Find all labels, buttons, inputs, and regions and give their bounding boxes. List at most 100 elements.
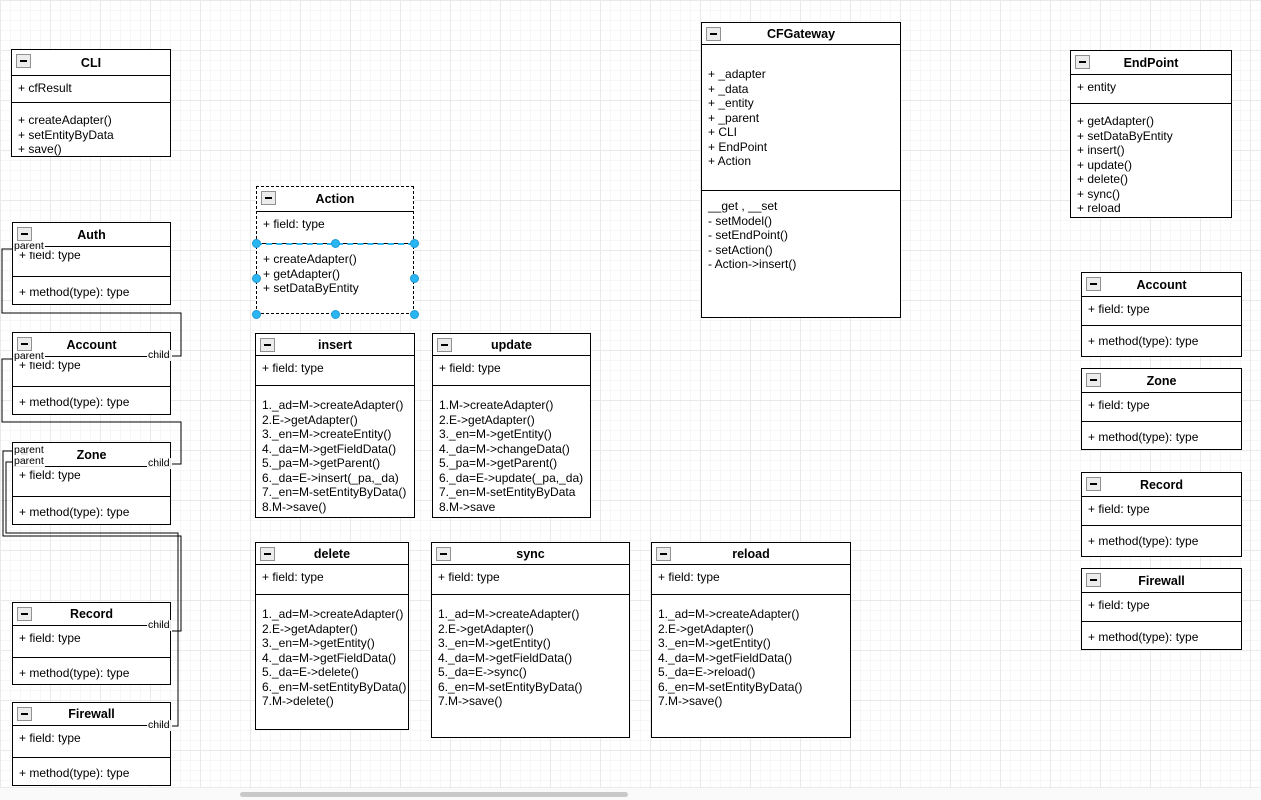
fields-compartment[interactable]: + field: type (432, 565, 629, 595)
methods-compartment[interactable]: + getAdapter()+ setDataByEntity+ insert(… (1071, 104, 1231, 217)
class-title-row[interactable]: sync (432, 543, 629, 565)
parent-child-connector[interactable] (2, 450, 182, 632)
class-title-row[interactable]: Account (13, 333, 170, 357)
methods-compartment[interactable]: 1._ad=M->createAdapter()2.E->getAdapter(… (256, 595, 408, 729)
collapse-minus-icon[interactable] (706, 27, 721, 41)
class-title-row[interactable]: Zone (1082, 369, 1241, 393)
selection-handle[interactable] (330, 238, 340, 248)
parent-child-connector[interactable] (5, 461, 179, 727)
class-title-row[interactable]: CLI (12, 50, 170, 76)
methods-compartment[interactable]: + createAdapter()+ setEntityByData+ save… (12, 103, 170, 156)
selection-handle[interactable] (251, 274, 261, 283)
class-title-row[interactable]: insert (256, 334, 414, 356)
collapse-minus-icon[interactable] (437, 338, 452, 352)
fields-compartment[interactable]: + field: type (256, 565, 408, 595)
class-account-left[interactable]: Account+ field: type+ method(type): type (12, 332, 171, 415)
class-title-row[interactable]: CFGateway (702, 23, 900, 45)
collapse-minus-icon[interactable] (1086, 573, 1101, 587)
class-title-row[interactable]: reload (652, 543, 850, 565)
fields-compartment[interactable]: + entity (1071, 75, 1231, 104)
class-title-row[interactable]: Action (257, 187, 413, 212)
selection-handle[interactable] (409, 309, 419, 319)
collapse-minus-icon[interactable] (1086, 277, 1101, 291)
class-account-right[interactable]: Account+ field: type+ method(type): type (1081, 272, 1242, 357)
fields-compartment[interactable]: + cfResult (12, 76, 170, 103)
fields-compartment[interactable]: + field: type (1082, 497, 1241, 526)
class-title-row[interactable]: update (433, 334, 590, 356)
class-record-left[interactable]: Record+ field: type+ method(type): type (12, 602, 171, 685)
class-firewall-left[interactable]: Firewall+ field: type+ method(type): typ… (12, 702, 171, 786)
class-title-row[interactable]: Record (1082, 473, 1241, 497)
class-zone-right[interactable]: Zone+ field: type+ method(type): type (1081, 368, 1242, 450)
methods-compartment[interactable]: 1.M->createAdapter()2.E->getAdapter()3._… (433, 386, 590, 517)
fields-compartment[interactable]: + field: type (13, 626, 170, 658)
selection-handle[interactable] (409, 238, 419, 248)
methods-compartment[interactable]: + method(type): type (13, 658, 170, 684)
fields-compartment[interactable]: + field: type (652, 565, 850, 595)
collapse-minus-icon[interactable] (656, 547, 671, 561)
methods-compartment[interactable]: 1._ad=M->createAdapter()2.E->getAdapter(… (256, 386, 414, 517)
methods-compartment[interactable]: + method(type): type (13, 387, 170, 414)
collapse-minus-icon[interactable] (261, 191, 276, 205)
collapse-minus-icon[interactable] (17, 227, 32, 241)
collapse-minus-icon[interactable] (17, 607, 32, 621)
class-action[interactable]: Action+ field: type+ createAdapter()+ ge… (256, 186, 414, 314)
fields-compartment[interactable]: + _adapter+ _data+ _entity+ _parent+ CLI… (702, 45, 900, 191)
fields-compartment[interactable]: + field: type (13, 467, 170, 497)
fields-compartment[interactable]: + field: type (256, 356, 414, 386)
parent-child-connector[interactable] (1, 358, 182, 465)
selection-handle[interactable] (409, 274, 419, 283)
class-title-row[interactable]: delete (256, 543, 408, 565)
methods-compartment[interactable]: __get , __set- setModel()- setEndPoint()… (702, 191, 900, 317)
class-title-row[interactable]: EndPoint (1071, 51, 1231, 75)
selection-handle[interactable] (330, 309, 340, 319)
fields-compartment[interactable]: + field: type (433, 356, 590, 386)
methods-compartment[interactable]: + method(type): type (13, 497, 170, 524)
methods-compartment[interactable]: + createAdapter()+ getAdapter()+ setData… (257, 244, 413, 313)
collapse-minus-icon[interactable] (1075, 55, 1090, 69)
class-firewall-right[interactable]: Firewall+ field: type+ method(type): typ… (1081, 568, 1242, 650)
collapse-minus-icon[interactable] (1086, 477, 1101, 491)
collapse-minus-icon[interactable] (260, 547, 275, 561)
class-title-row[interactable]: Record (13, 603, 170, 626)
horizontal-scrollbar-thumb[interactable] (240, 792, 628, 797)
fields-compartment[interactable]: + field: type (1082, 393, 1241, 422)
collapse-minus-icon[interactable] (436, 547, 451, 561)
class-title-row[interactable]: Firewall (13, 703, 170, 726)
methods-compartment[interactable]: 1._ad=M->createAdapter()2.E->getAdapter(… (652, 595, 850, 737)
methods-compartment[interactable]: + method(type): type (1082, 526, 1241, 556)
class-endpoint[interactable]: EndPoint+ entity+ getAdapter()+ setDataB… (1070, 50, 1232, 218)
fields-compartment[interactable]: + field: type (1082, 593, 1241, 622)
collapse-minus-icon[interactable] (16, 54, 31, 68)
methods-compartment[interactable]: 1._ad=M->createAdapter()2.E->getAdapter(… (432, 595, 629, 737)
selection-handle[interactable] (251, 238, 261, 248)
methods-compartment[interactable]: + method(type): type (1082, 326, 1241, 356)
class-cfgateway[interactable]: CFGateway+ _adapter+ _data+ _entity+ _pa… (701, 22, 901, 318)
fields-compartment[interactable]: + field: type (1082, 297, 1241, 326)
parent-child-connector[interactable] (1, 248, 182, 357)
collapse-minus-icon[interactable] (1086, 373, 1101, 387)
class-title-row[interactable]: Account (1082, 273, 1241, 297)
methods-compartment[interactable]: + method(type): type (13, 277, 170, 304)
class-auth[interactable]: Auth+ field: type+ method(type): type (12, 222, 171, 305)
fields-compartment[interactable]: + field: type (13, 726, 170, 758)
class-cli[interactable]: CLI+ cfResult+ createAdapter()+ setEntit… (11, 49, 171, 157)
selection-handle[interactable] (251, 309, 261, 319)
methods-compartment[interactable]: + method(type): type (1082, 622, 1241, 649)
methods-compartment[interactable]: + method(type): type (13, 758, 170, 785)
collapse-minus-icon[interactable] (17, 337, 32, 351)
collapse-minus-icon[interactable] (17, 707, 32, 721)
class-zone-left[interactable]: Zone+ field: type+ method(type): type (12, 442, 171, 525)
class-title-row[interactable]: Auth (13, 223, 170, 247)
class-record-right[interactable]: Record+ field: type+ method(type): type (1081, 472, 1242, 557)
class-title-row[interactable]: Firewall (1082, 569, 1241, 593)
horizontal-scrollbar[interactable] (0, 787, 1261, 800)
methods-compartment[interactable]: + method(type): type (1082, 422, 1241, 449)
collapse-minus-icon[interactable] (260, 338, 275, 352)
